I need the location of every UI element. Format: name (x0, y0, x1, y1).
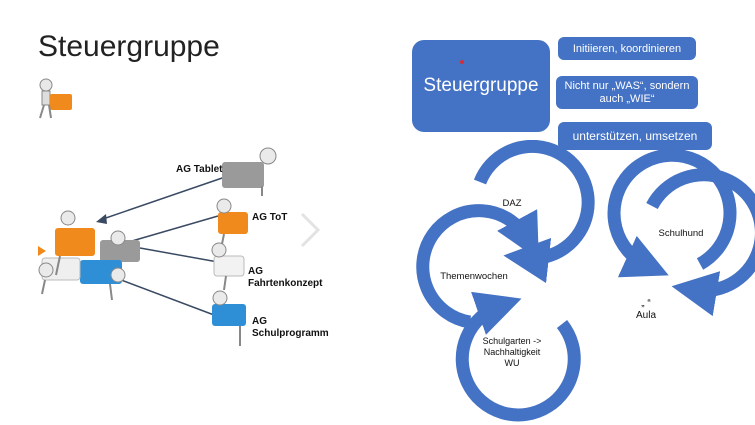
cycle-label-themenwochen: Themenwochen (440, 271, 508, 282)
cycle-arrow-daz (473, 140, 595, 284)
side-box-was-wie: Nicht nur „WAS“, sondern auch „WIE“ (556, 76, 698, 109)
cycle-arrow-aula (607, 148, 737, 278)
ag-fahrtenkonzept-figure (211, 242, 245, 291)
cycle-arrow-schulhund (646, 168, 755, 317)
cycle-label-schulhund: Schulhund (658, 228, 704, 239)
cycle-arrow-themenwochen (416, 204, 539, 329)
puzzle-person-icon (39, 78, 72, 119)
steuergruppe-box: Steuergruppe (412, 40, 550, 132)
ag-tot-figure (216, 198, 248, 245)
side-box-unterstuetzen: unterstützen, umsetzen (558, 122, 712, 150)
ag-schulprogramm-figure (212, 290, 246, 346)
cycle-label-schulgarten: Schulgarten -> Nachhaltigkeit WU (482, 336, 542, 368)
cycle-arrow-schulgarten (455, 291, 581, 422)
central-puzzle-cluster (38, 210, 140, 301)
team-illustration (38, 78, 321, 346)
ag-tot-label: AG ToT (252, 212, 288, 223)
ag-tablet-label: AG Tablet (176, 164, 223, 175)
slide-title: Steuergruppe (38, 30, 220, 63)
steuergruppe-box-label: Steuergruppe (423, 75, 539, 96)
chevron-right-icon (300, 212, 321, 248)
cycle-label-daz: DAZ (502, 198, 522, 209)
cycle-label-aula: „ “ Aula (635, 298, 656, 321)
side-box-initiieren: Initiieren, koordinieren (558, 37, 696, 60)
red-dot (460, 60, 464, 64)
ag-schulprogramm-label: AG Schulprogramm (252, 316, 329, 339)
ag-fahrtenkonzept-label: AG Fahrtenkonzept (248, 266, 323, 289)
cycle-diagrams (416, 140, 755, 422)
ag-tablet-figure (222, 147, 277, 196)
